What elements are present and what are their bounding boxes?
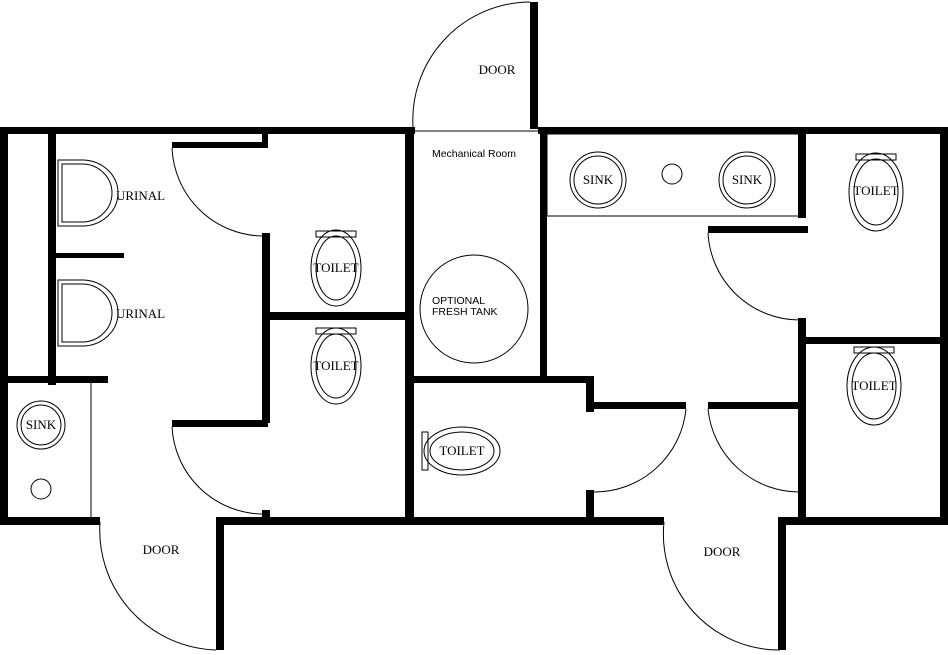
toilet-label-right-upper: TOILET <box>853 183 898 198</box>
stall-door-swing-3 <box>707 232 801 321</box>
door-swing-bottom-left <box>99 521 217 651</box>
door-swing-top <box>412 1 531 128</box>
stall-door-swing-5 <box>593 408 687 493</box>
toilet-left-upper <box>310 229 362 307</box>
toilet-right-upper <box>848 152 904 232</box>
toilet-left-lower <box>310 327 362 405</box>
door-label-bottom-left: DOOR <box>143 542 180 557</box>
floor-drain-right <box>661 163 683 185</box>
toilet-label-left-lower: TOILET <box>313 358 358 373</box>
floor-drain-left <box>30 478 52 500</box>
urinal-upper <box>57 159 119 227</box>
door-leaf-bottom-left <box>216 520 224 650</box>
fresh-tank-label-line1: OPTIONAL <box>432 295 485 307</box>
stall-door-swing-4 <box>707 408 801 493</box>
door-label-top: DOOR <box>479 62 516 77</box>
door-label-bottom-right: DOOR <box>704 544 741 559</box>
fresh-tank-label-line2: FRESH TANK <box>432 306 498 318</box>
interior-walls <box>0 127 944 520</box>
fresh-tank <box>419 254 529 364</box>
sink-label-right-1: SINK <box>583 172 614 187</box>
exterior-walls <box>0 127 948 525</box>
urinal-lower <box>57 279 119 347</box>
urinal-label-upper: URINAL <box>116 188 165 203</box>
toilet-label-left-upper: TOILET <box>313 260 358 275</box>
sink-label-right-2: SINK <box>732 172 763 187</box>
door-swing-bottom-right <box>662 521 781 651</box>
doors <box>99 1 801 651</box>
stall-door-swing-2 <box>171 426 265 515</box>
toilet-label-right-lower: TOILET <box>851 378 896 393</box>
mechanical-room-label: Mechanical Room <box>432 148 516 160</box>
toilet-right-lower <box>846 346 902 426</box>
sink-right-2 <box>718 151 776 209</box>
toilet-bottom-middle <box>421 426 501 476</box>
door-leaf-top <box>530 2 538 129</box>
stall-door-swing-1 <box>171 147 265 237</box>
sink-right-1 <box>569 151 627 209</box>
urinal-label-lower: URINAL <box>116 306 165 321</box>
door-leaf-bottom-right <box>778 520 786 650</box>
toilet-label-bottom-middle: TOILET <box>439 443 484 458</box>
sink-label-left: SINK <box>26 417 57 432</box>
sink-left <box>16 400 66 450</box>
